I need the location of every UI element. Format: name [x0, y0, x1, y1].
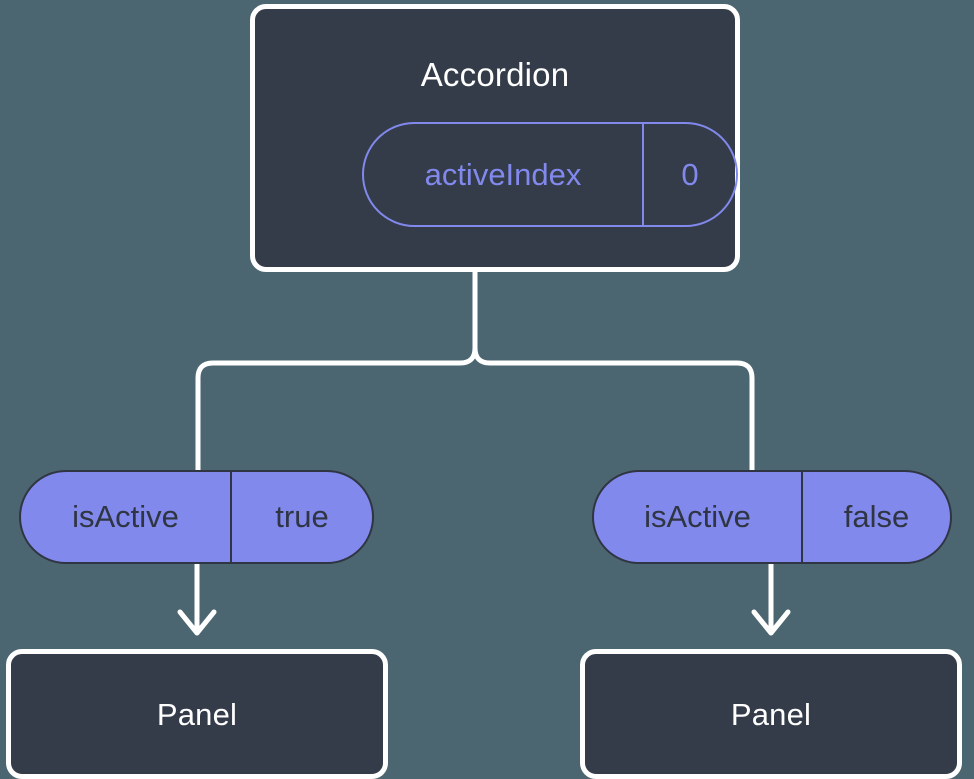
prop-pill-left-key: isActive	[72, 499, 179, 534]
prop-pill-right-divider	[801, 472, 803, 562]
arrow-right-head	[751, 609, 791, 636]
prop-pill-isactive-false[interactable]: isActive false	[592, 470, 952, 564]
panel-left-node[interactable]: Panel	[6, 649, 388, 779]
arrow-right	[751, 564, 791, 636]
arrow-left	[177, 564, 217, 636]
state-pill-activeindex[interactable]: activeIndex 0	[362, 122, 738, 227]
edge-branch-right	[472, 345, 755, 473]
prop-pill-right-key: isActive	[644, 499, 751, 534]
prop-pill-left-divider	[230, 472, 232, 562]
prop-pill-left-value: true	[275, 499, 329, 534]
panel-left-node-label: Panel	[156, 697, 238, 732]
state-pill-key: activeIndex	[424, 156, 582, 192]
panel-right-node-label: Panel	[730, 697, 812, 732]
accordion-node[interactable]: Accordion activeIndex 0	[250, 4, 740, 272]
panel-right-node[interactable]: Panel	[580, 649, 962, 779]
accordion-node-label: Accordion	[420, 56, 570, 93]
arrow-left-head	[177, 609, 217, 636]
prop-pill-isactive-true[interactable]: isActive true	[19, 470, 374, 564]
prop-pill-right-value: false	[843, 499, 910, 534]
state-pill-divider	[642, 124, 644, 225]
edge-branch-left	[195, 345, 478, 473]
state-pill-value: 0	[681, 156, 699, 192]
